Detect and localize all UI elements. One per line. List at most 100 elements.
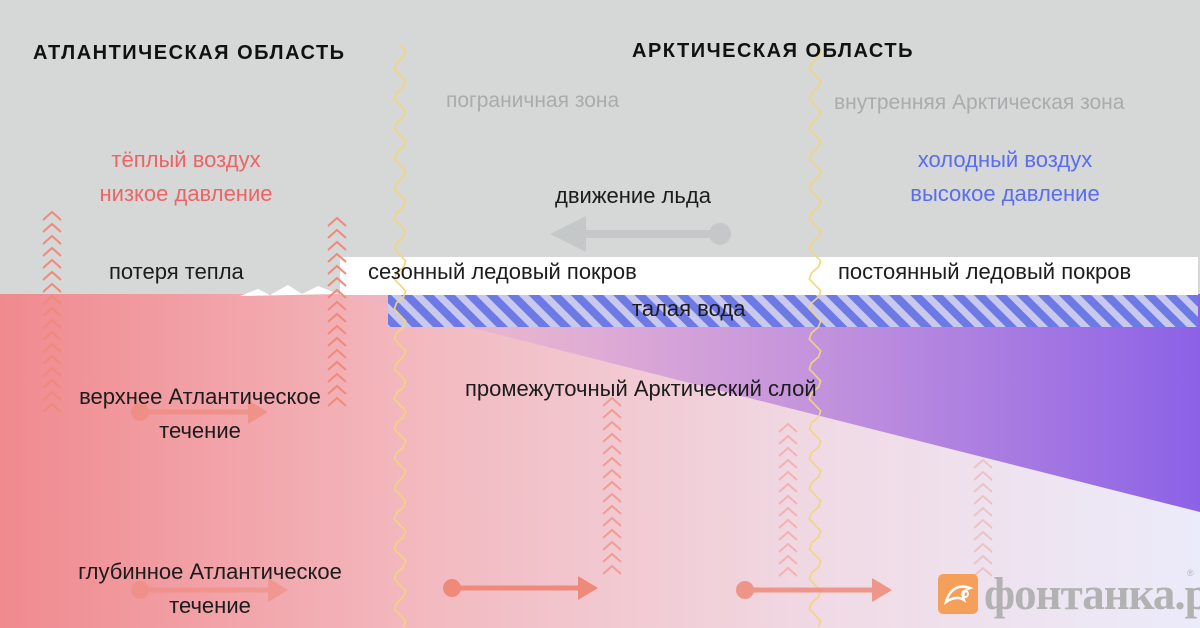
atlantic-border-divider [393, 44, 407, 628]
atlantic-region-header: АТЛАНТИЧЕСКАЯ ОБЛАСТЬ [33, 42, 346, 64]
current-arrow-2 [131, 578, 288, 602]
deep-current-line2: течение [169, 593, 251, 618]
fontanka-logo: фонтанка.ру ® [938, 568, 1200, 624]
heat-chevron-1 [42, 366, 62, 377]
heat-chevron-1 [42, 318, 62, 329]
heat-chevron-5 [973, 494, 993, 505]
heat-flux-chevrons [42, 210, 993, 577]
ice-motion-arrow [550, 216, 731, 252]
heat-chevron-4 [778, 446, 798, 457]
heat-chevron-5 [973, 530, 993, 541]
heat-chevron-1 [42, 390, 62, 401]
upper-current-line1: верхнее Атлантическое [79, 384, 321, 409]
heat-chevron-4 [778, 518, 798, 529]
heat-chevron-3 [602, 564, 622, 575]
heat-chevron-4 [778, 422, 798, 433]
heat-chevron-3 [602, 432, 622, 443]
ice-floe [240, 285, 338, 296]
heat-chevron-3 [602, 516, 622, 527]
ice-motion-head [550, 216, 586, 252]
heat-chevron-1 [42, 330, 62, 341]
current-arrows [131, 400, 892, 602]
heat-chevron-2 [327, 360, 347, 371]
heat-chevron-4 [778, 458, 798, 469]
heat-chevron-5 [973, 566, 993, 577]
heat-chevron-1 [42, 246, 62, 257]
heat-chevron-2 [327, 300, 347, 311]
heat-chevron-1 [42, 378, 62, 389]
arctic-water-layer [338, 294, 1200, 512]
heat-chevron-3 [602, 420, 622, 431]
heat-chevron-5 [973, 458, 993, 469]
heat-loss-label: потеря тепла [109, 259, 244, 284]
heat-chevron-2 [327, 324, 347, 335]
ice-cover [340, 257, 1198, 295]
current-arrow-head [268, 578, 288, 602]
heat-chevron-2 [327, 252, 347, 263]
heat-chevron-4 [778, 542, 798, 553]
current-arrow-4 [736, 578, 892, 602]
heat-chevron-2 [327, 240, 347, 251]
heat-chevron-4 [778, 470, 798, 481]
heat-chevron-5 [973, 518, 993, 529]
upper-current-label: верхнее Атлантическое течение [50, 380, 350, 448]
heat-chevron-1 [42, 306, 62, 317]
melt-water-layer [388, 294, 1198, 327]
heat-chevron-1 [42, 270, 62, 281]
warm-air-line: тёплый воздух [111, 147, 261, 172]
heat-chevron-2 [327, 348, 347, 359]
heat-chevron-3 [602, 456, 622, 467]
heat-chevron-2 [327, 276, 347, 287]
heat-chevron-2 [327, 336, 347, 347]
heat-chevron-5 [973, 470, 993, 481]
fontanka-logo-icon [938, 574, 978, 614]
heat-chevron-1 [42, 354, 62, 365]
warm-air-label: тёплый воздух низкое давление [66, 143, 306, 211]
heat-chevron-1 [42, 294, 62, 305]
heat-chevron-5 [973, 542, 993, 553]
inner-arctic-zone-label: внутренняя Арктическая зона [834, 91, 1125, 114]
melt-water-label: талая вода [632, 296, 746, 321]
heat-chevron-5 [973, 506, 993, 517]
heat-chevron-3 [602, 408, 622, 419]
heat-chevron-4 [778, 530, 798, 541]
registered-mark: ® [1187, 568, 1194, 578]
heat-chevron-3 [602, 492, 622, 503]
heat-chevron-2 [327, 372, 347, 383]
heat-chevron-2 [327, 264, 347, 275]
heat-chevron-4 [778, 494, 798, 505]
lion-emblem-icon [943, 585, 974, 605]
heat-chevron-1 [42, 402, 62, 413]
heat-chevron-3 [602, 480, 622, 491]
sky-area [0, 0, 1200, 296]
upper-current-line2: течение [159, 418, 241, 443]
current-arrow-head [248, 400, 268, 424]
heat-chevron-1 [42, 234, 62, 245]
permanent-ice-label: постоянный ледовый покров [838, 259, 1132, 284]
heat-chevron-3 [602, 468, 622, 479]
seasonal-ice-label: сезонный ледовый покров [368, 259, 637, 284]
ice-motion-origin [709, 223, 731, 245]
arctic-region-header: АРКТИЧЕСКАЯ ОБЛАСТЬ [632, 40, 914, 62]
heat-chevron-4 [778, 506, 798, 517]
heat-chevron-4 [778, 554, 798, 565]
low-pressure-line: низкое давление [99, 181, 273, 206]
heat-chevron-1 [42, 222, 62, 233]
deep-current-label: глубинное Атлантическое течение [55, 555, 365, 623]
heat-chevron-2 [327, 396, 347, 407]
heat-chevron-2 [327, 228, 347, 239]
deep-current-line1: глубинное Атлантическое [78, 559, 342, 584]
heat-chevron-1 [42, 258, 62, 269]
heat-chevron-5 [973, 554, 993, 565]
heat-chevron-3 [602, 552, 622, 563]
heat-chevron-1 [42, 342, 62, 353]
heat-chevron-4 [778, 434, 798, 445]
heat-chevron-5 [973, 482, 993, 493]
heat-chevron-2 [327, 216, 347, 227]
heat-chevron-3 [602, 444, 622, 455]
arctic-inner-divider [808, 44, 822, 628]
heat-chevron-1 [42, 282, 62, 293]
current-arrow-3 [443, 576, 598, 600]
cold-air-label: холодный воздух высокое давление [880, 143, 1130, 211]
